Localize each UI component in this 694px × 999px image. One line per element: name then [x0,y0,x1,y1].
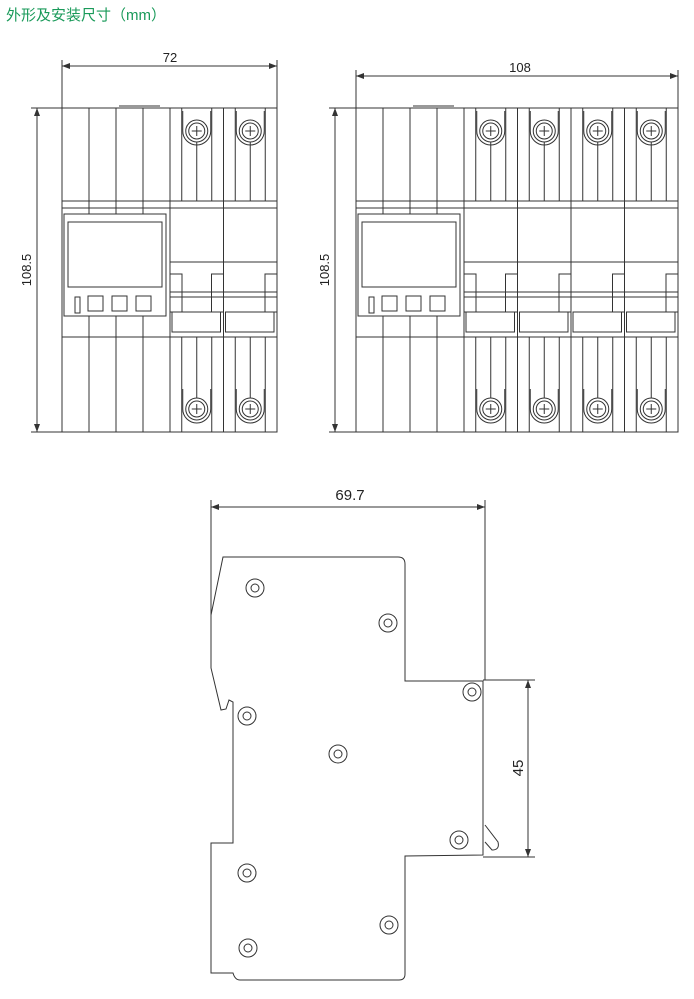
rail-label: 45 [510,760,527,777]
terminal-slot [476,111,506,146]
terminal-slot [636,389,666,424]
terminal-slot [235,111,265,146]
screw-icon [479,119,503,143]
meter-button [429,295,446,312]
screw-icon [532,397,556,421]
screw-icon [586,397,610,421]
toggle-lever [211,273,224,313]
screw-icon [586,119,610,143]
terminal-slot [636,111,666,146]
side-outline [210,556,484,981]
terminal-slot [529,111,559,146]
terminal-slot [182,389,212,424]
height-label: 108.5 [19,254,34,287]
front-view-4-pole: 108 108.5 [317,60,679,433]
mounting-hole-icon [245,578,265,598]
screw-icon [639,397,663,421]
meter-button [405,295,422,312]
toggle-lever [665,273,679,313]
toggle-lever [264,273,278,313]
terminal-slot [235,389,265,424]
terminal-slot [583,389,613,424]
terminal-slot [476,389,506,424]
meter-button [381,295,398,312]
screw-icon [479,397,503,421]
page-title: 外形及安装尺寸（mm） [6,7,166,24]
terminal-slot [182,111,212,146]
meter-button [87,295,104,312]
breaker-handle [171,311,221,333]
mounting-hole-icon [238,938,258,958]
mounting-hole-icon [462,682,482,702]
display-screen [361,221,457,288]
mounting-hole-icon [449,830,469,850]
height-label: 108.5 [317,254,332,287]
screw-icon [185,119,209,143]
screw-icon [185,397,209,421]
screw-icon [238,397,262,421]
mounting-hole-icon [379,915,399,935]
mounting-hole-icon [237,706,257,726]
toggle-lever [558,273,572,313]
meter-button [135,295,152,312]
screw-icon [532,119,556,143]
screw-icon [238,119,262,143]
breaker-handle [465,311,515,333]
toggle-lever [463,273,477,313]
meter-display [63,213,167,317]
meter-button [111,295,128,312]
mounting-hole-icon [378,613,398,633]
side-view: 69.7 45 [210,487,535,981]
display-screen [67,221,163,288]
toggle-lever [612,273,625,313]
breaker-handle [225,311,275,333]
breaker-handle [626,311,676,333]
width-label: 108 [509,60,531,75]
indicator-led [74,296,81,314]
depth-label: 69.7 [335,487,364,504]
terminal-slot [529,389,559,424]
screw-icon [639,119,663,143]
toggle-lever [169,273,183,313]
meter-display [357,213,461,317]
toggle-lever [505,273,518,313]
indicator-led [368,296,375,314]
mounting-hole-icon [237,863,257,883]
rail-clip [484,824,499,851]
front-view-2-pole: 72 108.5 [19,50,278,433]
mounting-hole-icon [328,744,348,764]
terminal-slot [583,111,613,146]
width-label: 72 [163,50,177,65]
breaker-handle [519,311,569,333]
breaker-handle [572,311,622,333]
